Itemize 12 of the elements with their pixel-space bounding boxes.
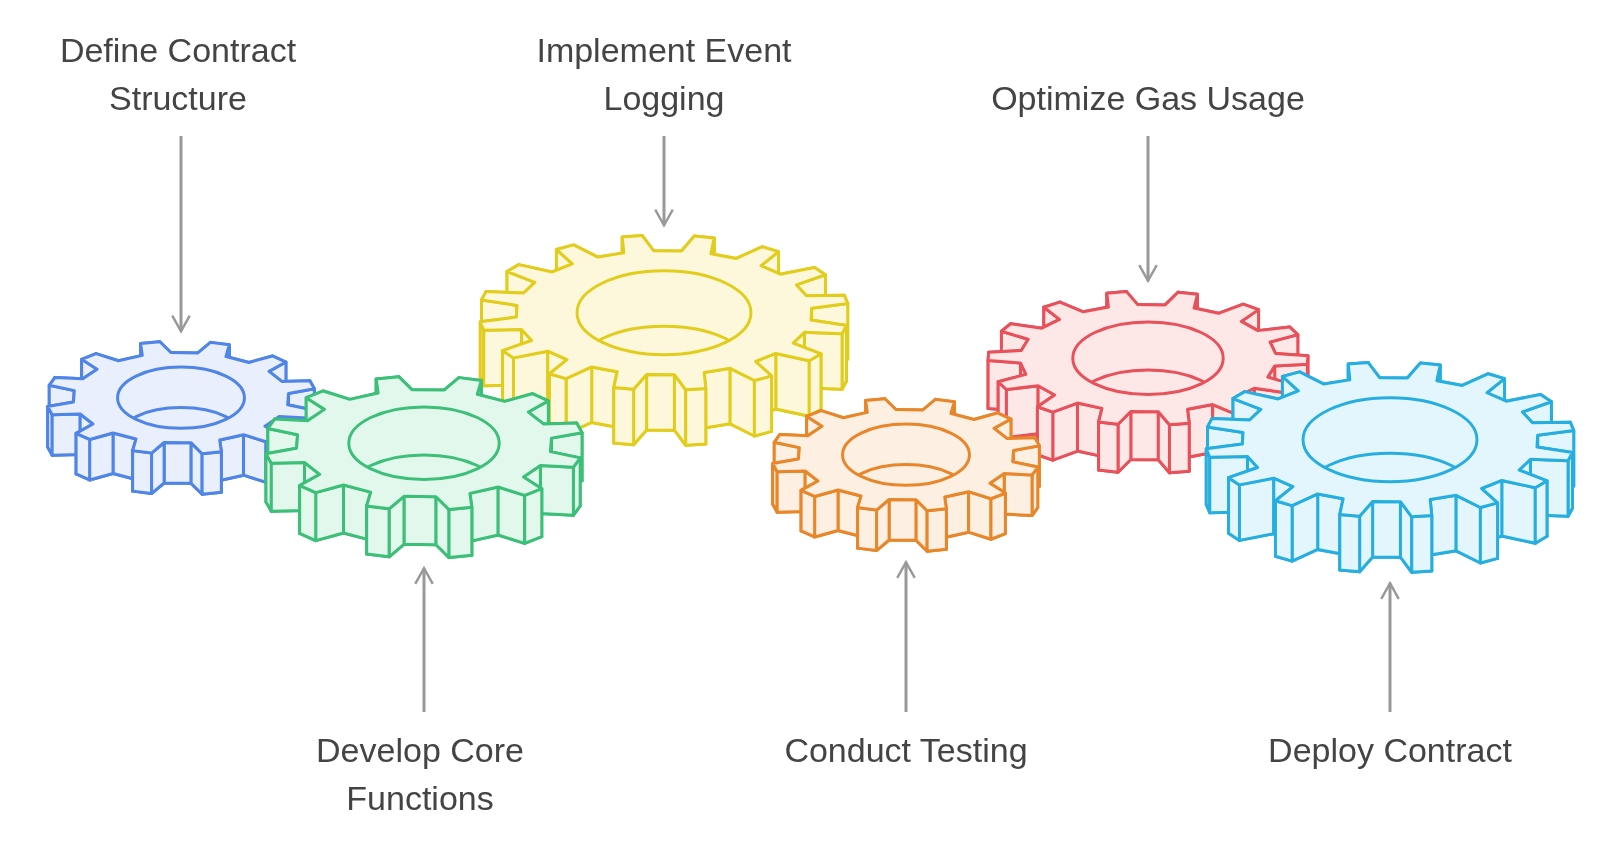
arrow: [171, 136, 191, 333]
arrow: [896, 561, 916, 712]
arrow: [1138, 136, 1158, 283]
step-label: Conduct Testing: [783, 730, 1029, 771]
step-label: Deploy Contract: [1267, 730, 1513, 771]
step-label: Optimize Gas Usage: [990, 78, 1306, 119]
arrow: [1380, 582, 1400, 712]
step-label: Define Contract Structure: [58, 30, 298, 119]
arrow: [414, 567, 434, 712]
arrow: [654, 136, 674, 227]
step-label: Develop Core Functions: [315, 730, 525, 819]
step-label: Implement Event Logging: [535, 30, 793, 119]
